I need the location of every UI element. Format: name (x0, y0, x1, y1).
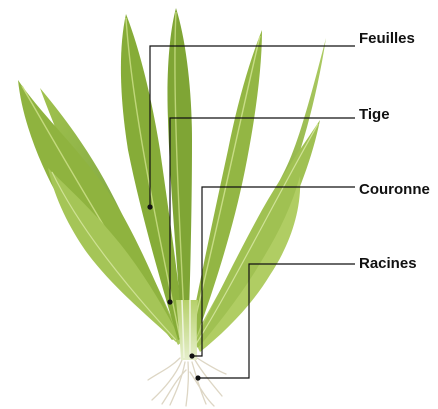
pointer-dot-couronne (189, 353, 194, 358)
label-feuilles: Feuilles (359, 30, 415, 48)
label-tige: Tige (359, 106, 390, 124)
pointer-dot-feuilles (147, 204, 152, 209)
label-racines: Racines (359, 255, 417, 273)
label-couronne: Couronne (359, 181, 430, 199)
stem-illustration (176, 300, 198, 360)
roots-illustration (148, 358, 226, 406)
pointer-dot-racines (195, 375, 200, 380)
pointer-dot-tige (167, 299, 172, 304)
